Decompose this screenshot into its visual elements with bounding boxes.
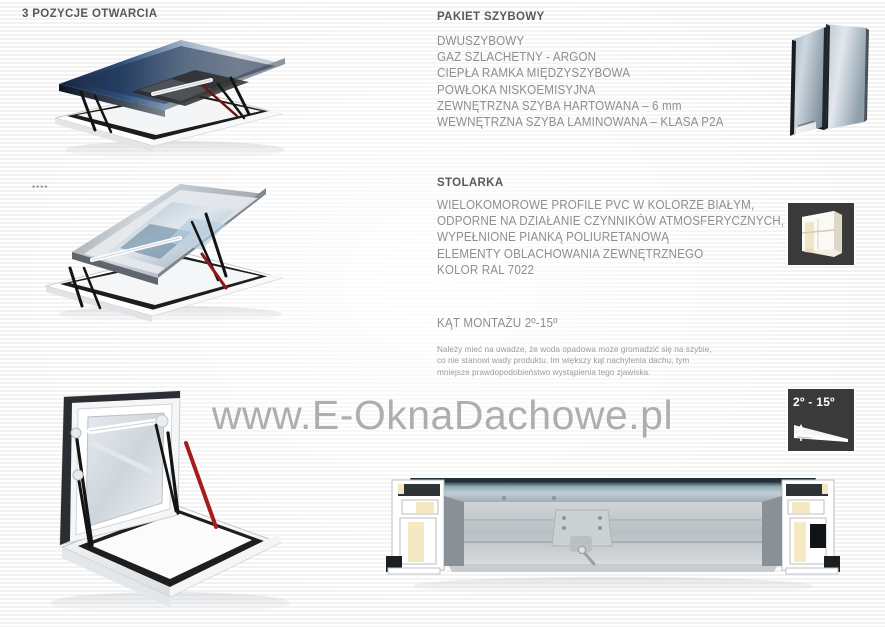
joinery-spec-item: WYPEŁNIONE PIANKĄ POLIURETANOWĄ (437, 230, 670, 245)
mounting-angle-title: KĄT MONTAŻU 2º-15º (437, 316, 558, 330)
glazing-spec-item: POWŁOKA NISKOEMISYJNA (437, 82, 596, 97)
pvc-profile-icon (788, 203, 854, 265)
page-title-openings: 3 POZYCJE OTWARCIA (22, 8, 158, 20)
glazing-title: PAKIET SZYBOWY (437, 11, 545, 23)
joinery-spec-item: WIELOKOMOROWE PROFILE PVC W KOLORZE BIAŁ… (437, 198, 755, 212)
roof-window-open-position-3 (20, 385, 300, 617)
mounting-angle-icon: 2º - 15º (788, 389, 854, 451)
glazing-spec-list: DWUSZYBOWY GAZ SZLACHETNY - ARGON CIEPŁA… (437, 33, 745, 130)
window-cross-section-image (378, 468, 848, 598)
joinery-title: STOLARKA (437, 177, 504, 189)
joinery-spec-list: WIELOKOMOROWE PROFILE PVC W KOLORZE BIAŁ… (437, 197, 810, 278)
joinery-spec-item: ELEMENTY OBLACHOWANIA ZEWNĘTRZNEGO (437, 246, 704, 261)
roof-window-open-position-1 (35, 22, 300, 162)
joinery-spec-item: ODPORNE NA DZIAŁANIE CZYNNIKÓW ATMOSFERY… (437, 214, 785, 229)
roof-window-open-position-2 (30, 180, 295, 325)
glazing-spec-item: ZEWNĘTRZNA SZYBA HARTOWANA – 6 mm (437, 98, 682, 113)
glazing-spec-item: DWUSZYBOWY (437, 34, 525, 48)
glazing-spec-item: WEWNĘTRZNA SZYBA LAMINOWANA – KLASA P2A (437, 115, 724, 130)
joinery-section: STOLARKA WIELOKOMOROWE PROFILE PVC W KOL… (437, 177, 810, 278)
mounting-angle-section: KĄT MONTAŻU 2º-15º Należy mieć na uwadze… (437, 316, 717, 378)
mounting-angle-tile-label: 2º - 15º (793, 395, 835, 409)
mounting-angle-note: Należy mieć na uwadze, że woda opadowa m… (437, 345, 712, 377)
glazing-section: PAKIET SZYBOWY DWUSZYBOWY GAZ SZLACHETNY… (437, 11, 745, 130)
joinery-spec-item: KOLOR RAL 7022 (437, 262, 535, 277)
footnote-asterisks: **** (32, 184, 49, 193)
glazing-unit-icon (770, 18, 875, 143)
glazing-spec-item: GAZ SZLACHETNY - ARGON (437, 50, 597, 65)
glazing-spec-item: CIEPŁA RAMKA MIĘDZYSZYBOWA (437, 66, 631, 81)
